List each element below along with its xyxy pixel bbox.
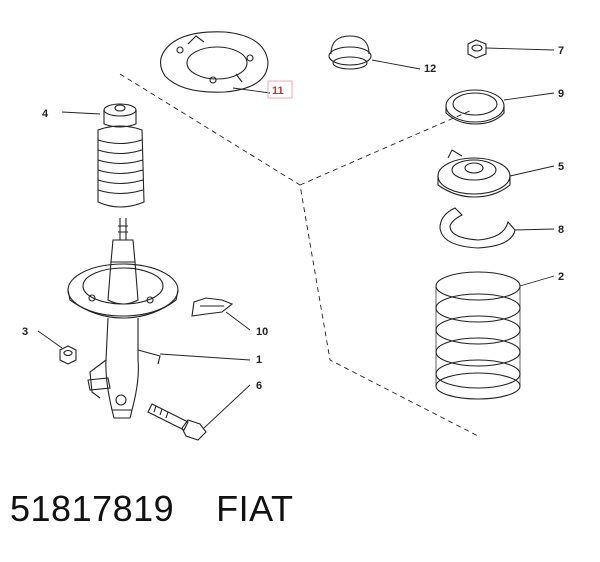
callout-2: 2: [558, 271, 564, 283]
callout-7: 7: [558, 45, 564, 57]
brand-name: FIAT: [216, 488, 294, 529]
part-number: 51817819: [10, 488, 175, 529]
exploded-parts-diagram: 4 11 12 7 9 5 8 2 3 10 1 6: [22, 31, 564, 441]
part-9-ring: [445, 89, 505, 125]
callout-3: 3: [22, 326, 28, 338]
callout-12: 12: [424, 63, 436, 75]
part-4-dust-boot: [97, 103, 145, 208]
callout-1: 1: [256, 354, 262, 366]
part-10-clip: [191, 297, 234, 317]
part-5-spring-seat: [437, 149, 511, 198]
callout-9: 9: [558, 88, 564, 100]
callout-10: 10: [256, 326, 268, 338]
callout-11-highlight-box: [267, 80, 293, 99]
part-caption: 51817819 FIAT: [10, 488, 590, 548]
part-11-mount-plate: [159, 31, 269, 93]
part-2-coil-spring: [435, 271, 521, 400]
part-8-insulator: [439, 207, 516, 249]
callout-5: 5: [558, 161, 564, 173]
part-12-dust-cap: [328, 35, 372, 70]
part-1-strut: [67, 218, 179, 419]
part-3-nut: [59, 345, 77, 365]
callout-leaders: [37, 47, 555, 429]
part-7-nut: [467, 39, 487, 59]
assembly-dashed-outline: [119, 73, 479, 437]
callout-8: 8: [558, 224, 564, 236]
part-6-bolt: [147, 403, 207, 441]
callout-6: 6: [256, 380, 262, 392]
callout-4: 4: [42, 108, 49, 120]
callout-11: 11: [272, 85, 284, 97]
